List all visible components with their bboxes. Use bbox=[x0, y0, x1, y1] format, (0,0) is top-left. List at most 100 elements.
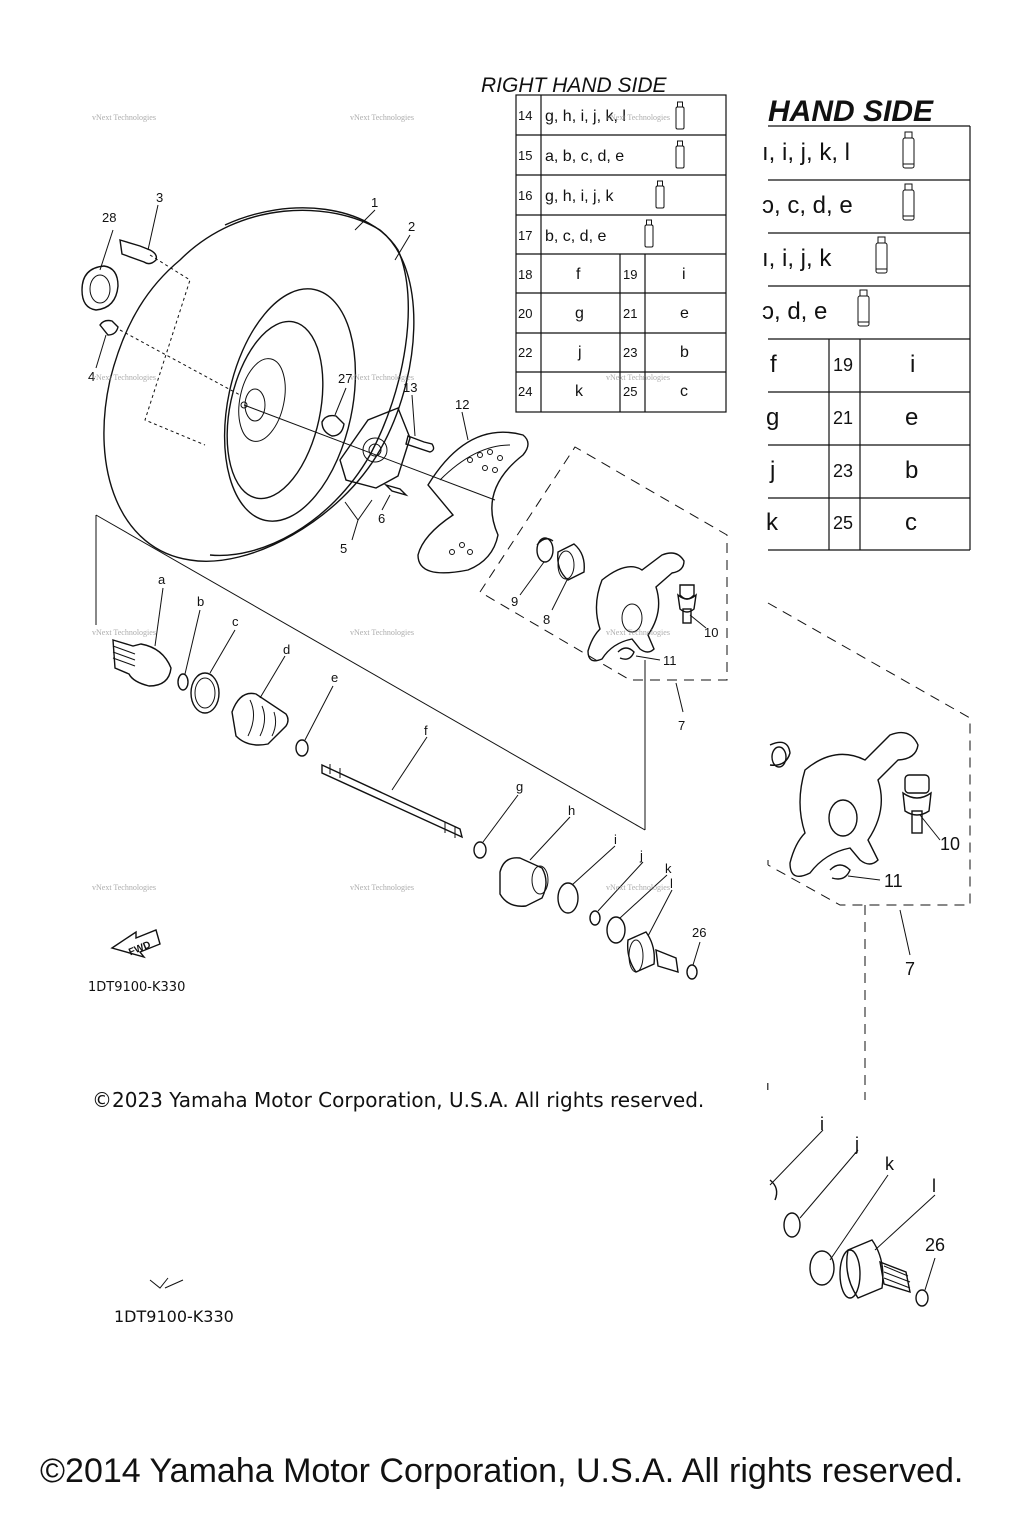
small-pair-v2-1: i bbox=[682, 266, 686, 283]
svg-text:ı: ı bbox=[766, 1078, 770, 1093]
big-callout-k: k bbox=[885, 1154, 895, 1174]
large-pair-n2-1: 19 bbox=[833, 355, 853, 375]
hub-assembly: 27 5 6 13 bbox=[321, 371, 435, 556]
large-pair-v1-1: f bbox=[770, 351, 777, 378]
large-pair-v1-3: j bbox=[769, 457, 775, 484]
callout-7: 7 bbox=[678, 718, 685, 733]
callout-l: l bbox=[670, 876, 673, 891]
small-pair-v1-4: k bbox=[575, 383, 584, 400]
big-callout-10: 10 bbox=[940, 834, 960, 854]
callout-e: e bbox=[331, 670, 338, 685]
big-callout-j: j bbox=[854, 1134, 859, 1154]
large-axle-end: i j k l 26 bbox=[149, 1114, 945, 1307]
large-table-title: HAND SIDE bbox=[768, 95, 934, 128]
callout-h: h bbox=[568, 803, 575, 818]
watermarks: vNext Technologies vNext Technologies vN… bbox=[92, 113, 670, 892]
svg-text:vNext Technologies: vNext Technologies bbox=[350, 113, 414, 122]
large-row-2: ɔ, c, d, e bbox=[762, 192, 853, 219]
svg-text:vNext Technologies: vNext Technologies bbox=[606, 373, 670, 382]
grease-tube-icon bbox=[857, 131, 915, 327]
large-pair-v1-2: g bbox=[766, 404, 779, 431]
callout-1: 1 bbox=[371, 195, 378, 210]
callout-11: 11 bbox=[663, 653, 677, 668]
copyright-large: ©2014 Yamaha Motor Corporation, U.S.A. A… bbox=[40, 1452, 964, 1490]
large-knuckle-assembly: 10 11 7 ı bbox=[766, 602, 971, 1100]
large-table: HAND SIDE ı, i, j, k, l ɔ, c, d, e ı, i,… bbox=[762, 95, 971, 551]
small-pair-v2-3: b bbox=[680, 344, 689, 361]
valve-parts: 3 28 4 bbox=[81, 190, 163, 384]
callout-28: 28 bbox=[102, 210, 116, 225]
big-callout-26: 26 bbox=[925, 1235, 945, 1255]
callout-j: j bbox=[639, 848, 643, 863]
small-table: RIGHT HAND SIDE 14 g, h, i, j, k, l 15 a… bbox=[481, 74, 727, 413]
callout-g: g bbox=[516, 779, 523, 794]
callout-9: 9 bbox=[511, 594, 518, 609]
callout-d: d bbox=[283, 642, 290, 657]
callout-k: k bbox=[665, 861, 672, 876]
svg-text:vNext Technologies: vNext Technologies bbox=[606, 113, 670, 122]
large-pair-v2-4: c bbox=[905, 509, 917, 536]
small-row-3: g, h, i, j, k bbox=[545, 188, 614, 205]
axle-frame bbox=[95, 514, 646, 831]
small-pair-n2-3: 23 bbox=[623, 345, 637, 360]
small-pair-n1-2: 20 bbox=[518, 306, 532, 321]
large-pair-n2-3: 23 bbox=[833, 461, 853, 481]
svg-text:vNext Technologies: vNext Technologies bbox=[92, 113, 156, 122]
big-callout-i: i bbox=[820, 1114, 824, 1134]
small-row-2: a, b, c, d, e bbox=[545, 148, 624, 165]
small-pair-n2-4: 25 bbox=[623, 384, 637, 399]
diagram-code-large: 1DT9100-K330 bbox=[114, 1307, 234, 1326]
small-row-num-1: 14 bbox=[518, 108, 532, 123]
callout-f: f bbox=[424, 723, 428, 738]
svg-text:vNext Technologies: vNext Technologies bbox=[350, 628, 414, 637]
small-row-4: b, c, d, e bbox=[545, 228, 606, 245]
diagram-code-small: 1DT9100-K330 bbox=[88, 980, 186, 995]
callout-3: 3 bbox=[156, 190, 163, 205]
drive-shaft-parts: a b c d e f g h bbox=[112, 572, 706, 980]
knuckle-assembly: 9 8 10 11 7 bbox=[479, 446, 728, 830]
small-pair-v1-2: g bbox=[575, 305, 584, 322]
large-row-4: ɔ, d, e bbox=[762, 298, 827, 325]
large-pair-v2-1: i bbox=[910, 351, 915, 378]
big-callout-11: 11 bbox=[884, 871, 903, 891]
ball-joint-large-icon bbox=[902, 774, 932, 834]
small-row-num-4: 17 bbox=[518, 228, 532, 243]
small-pair-n1-4: 24 bbox=[518, 384, 532, 399]
callout-b: b bbox=[197, 594, 204, 609]
callout-26: 26 bbox=[692, 925, 706, 940]
callout-27: 27 bbox=[338, 371, 352, 386]
large-pair-v1-4: k bbox=[766, 509, 779, 536]
big-callout-7: 7 bbox=[905, 959, 915, 979]
callout-a: a bbox=[158, 572, 166, 587]
small-pair-v2-4: c bbox=[680, 383, 688, 400]
svg-text:vNext Technologies: vNext Technologies bbox=[350, 373, 414, 382]
large-pair-n2-4: 25 bbox=[833, 513, 853, 533]
small-row-num-3: 16 bbox=[518, 188, 532, 203]
callout-i: i bbox=[614, 832, 617, 847]
small-pair-n1-3: 22 bbox=[518, 345, 532, 360]
svg-text:vNext Technologies: vNext Technologies bbox=[350, 883, 414, 892]
large-row-1: ı, i, j, k, l bbox=[762, 139, 850, 166]
small-row-num-2: 15 bbox=[518, 148, 532, 163]
callout-10: 10 bbox=[704, 625, 718, 640]
small-pair-v1-1: f bbox=[576, 266, 581, 283]
callout-4: 4 bbox=[88, 369, 95, 384]
svg-text:vNext Technologies: vNext Technologies bbox=[92, 883, 156, 892]
callout-6: 6 bbox=[378, 511, 385, 526]
fwd-arrow-icon: FWD bbox=[110, 929, 161, 959]
copyright-small: ©2023 Yamaha Motor Corporation, U.S.A. A… bbox=[92, 1088, 705, 1112]
callout-5: 5 bbox=[340, 541, 347, 556]
callout-13: 13 bbox=[403, 380, 417, 395]
large-row-3: ı, i, j, k bbox=[762, 245, 832, 272]
svg-text:vNext Technologies: vNext Technologies bbox=[92, 628, 156, 637]
callout-12: 12 bbox=[455, 397, 469, 412]
small-pair-n2-2: 21 bbox=[623, 306, 637, 321]
small-table-title: RIGHT HAND SIDE bbox=[481, 74, 668, 97]
small-pair-n1-1: 18 bbox=[518, 267, 532, 282]
callout-8: 8 bbox=[543, 612, 550, 627]
brake-guard: 12 bbox=[417, 397, 529, 574]
large-pair-v2-3: b bbox=[905, 457, 918, 484]
svg-text:vNext Technologies: vNext Technologies bbox=[606, 628, 670, 637]
svg-text:vNext Technologies: vNext Technologies bbox=[92, 373, 156, 382]
